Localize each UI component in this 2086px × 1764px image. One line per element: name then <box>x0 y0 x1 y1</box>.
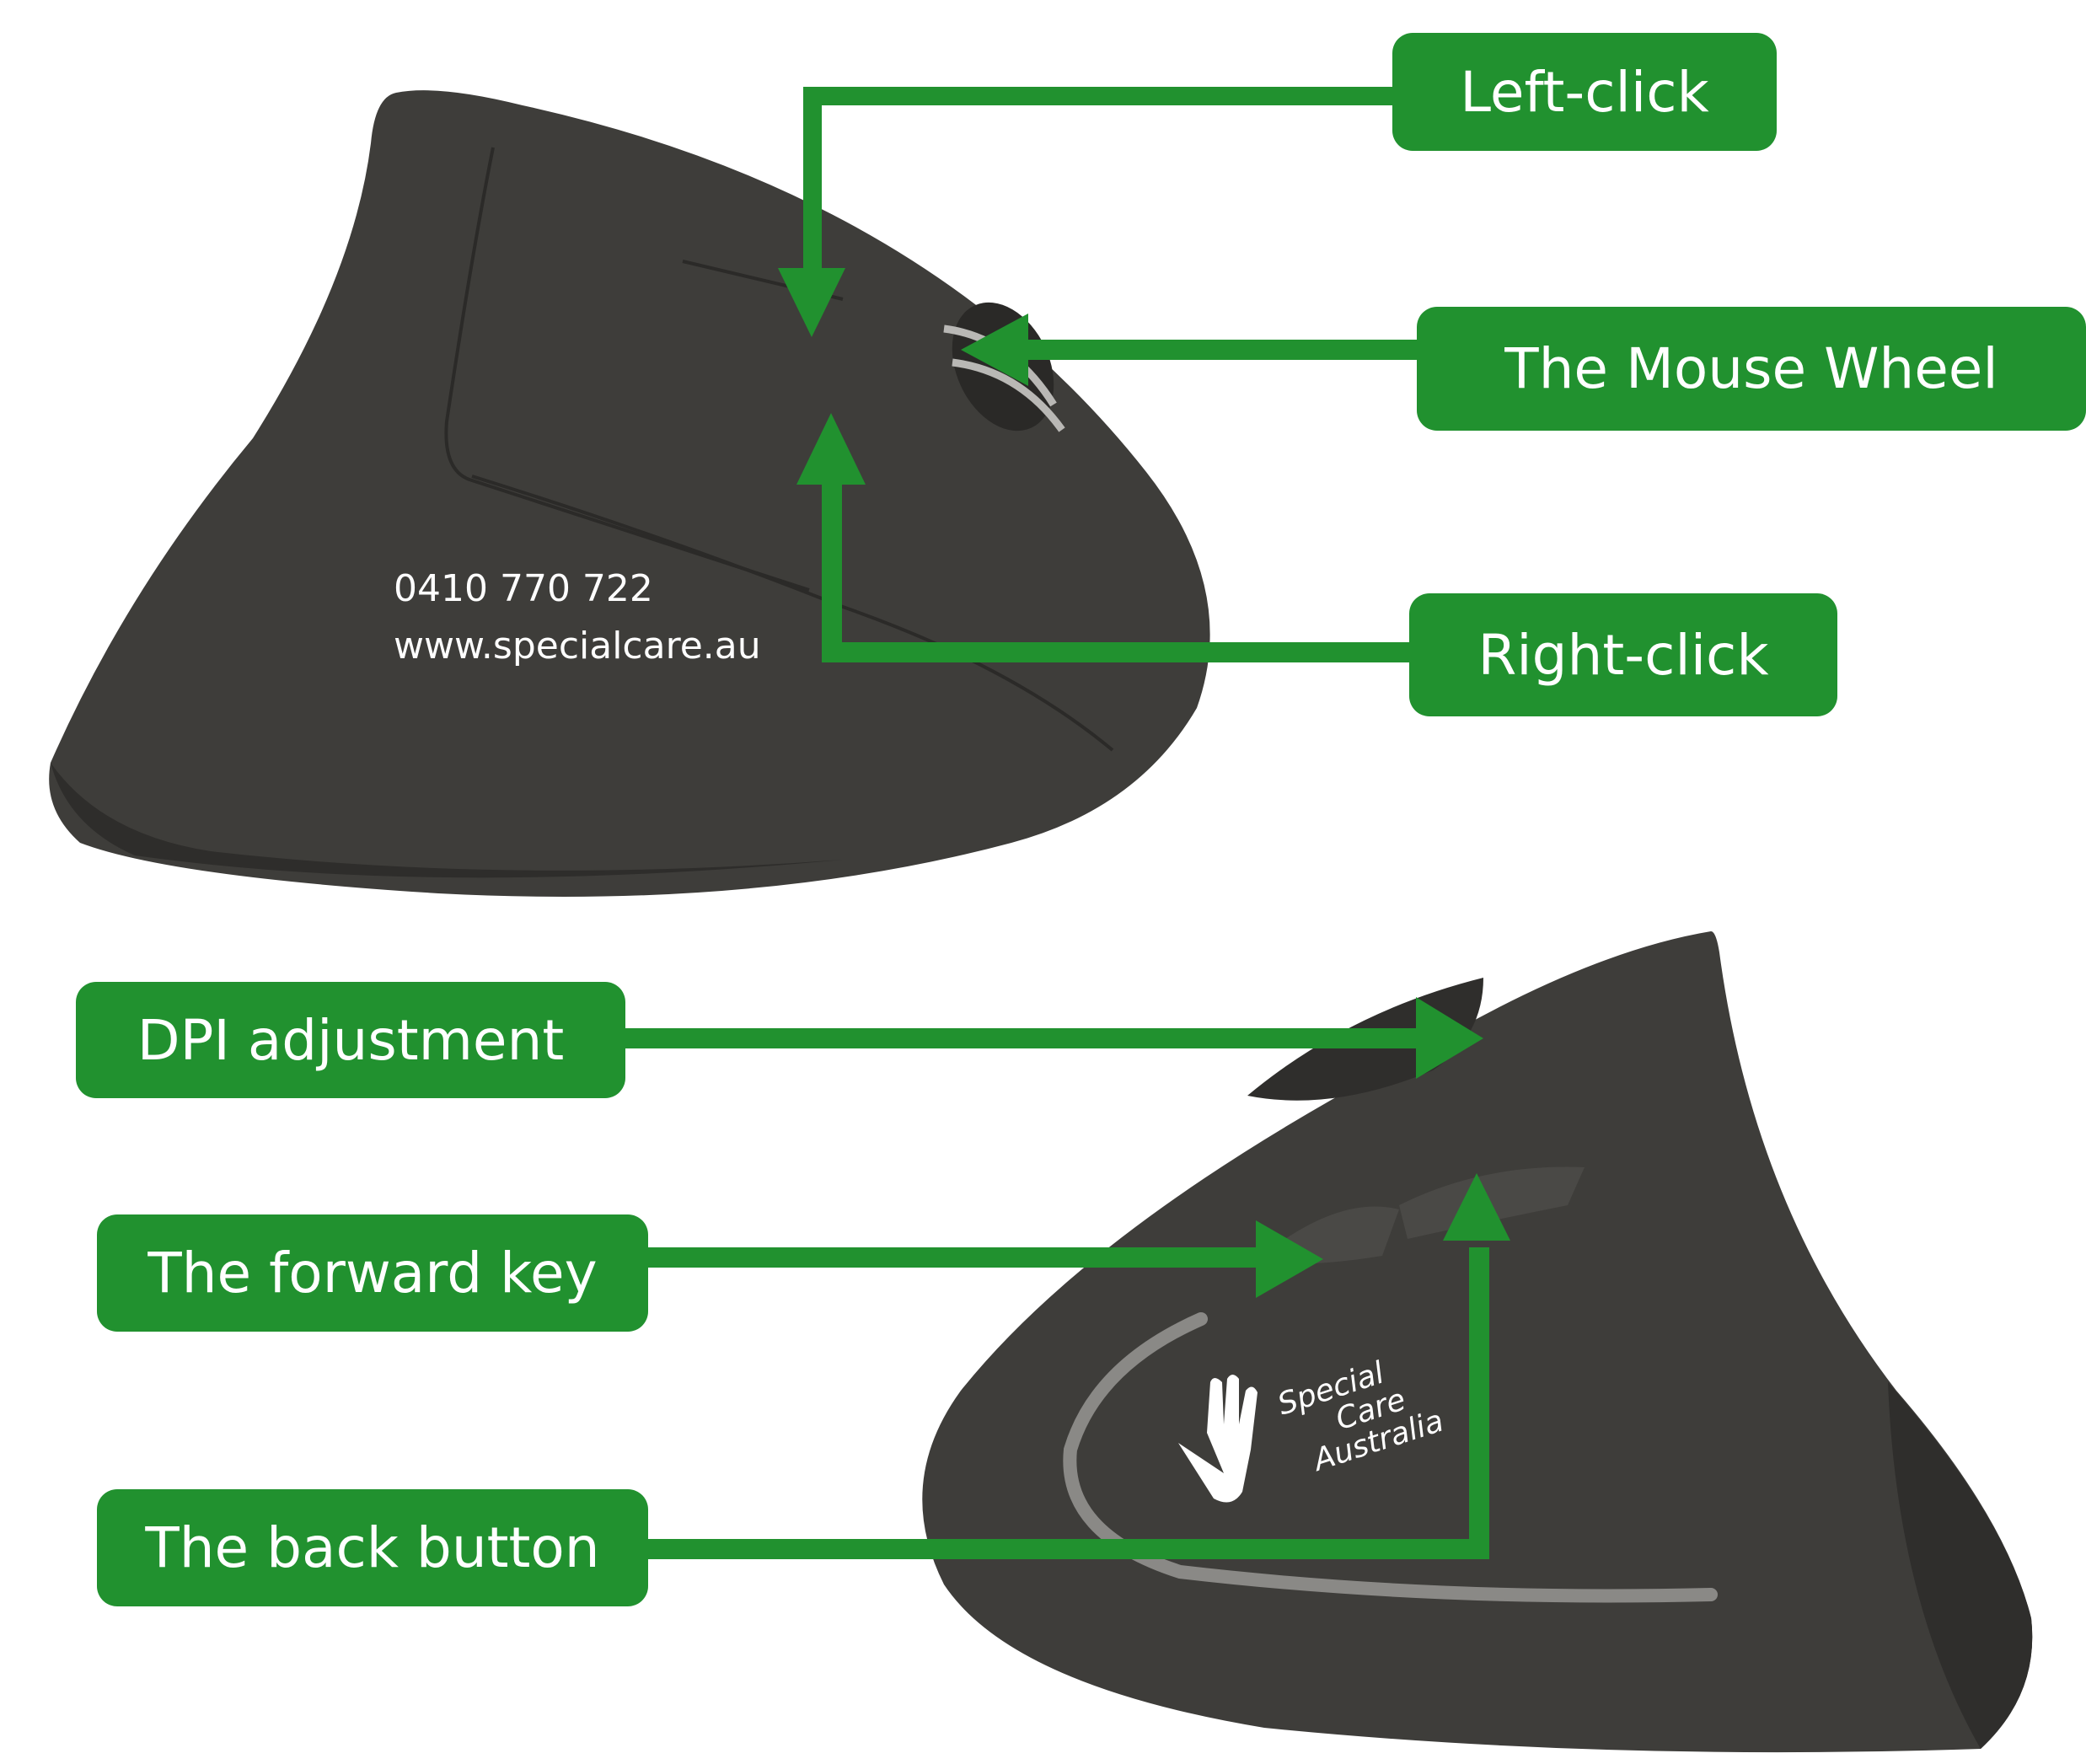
callout-back-button: The back button <box>97 1489 648 1606</box>
arrow-head-dpi <box>1416 997 1483 1079</box>
callout-label: The forward key <box>147 1241 598 1306</box>
arrow-head-forward <box>1256 1220 1323 1298</box>
callout-label: The Mouse Wheel <box>1504 336 1998 401</box>
website-url: www.specialcare.au <box>394 625 761 668</box>
callout-label: DPI adjustment <box>137 1007 565 1073</box>
phone-number: 0410 770 722 <box>394 567 653 610</box>
arrow-head-back <box>1443 1173 1510 1241</box>
callout-dpi-adjustment: DPI adjustment <box>76 982 625 1098</box>
arrow-head-right-click <box>796 413 866 485</box>
callout-label: The back button <box>145 1515 600 1580</box>
contact-info: 0410 770 722 www.specialcare.au <box>394 560 761 675</box>
callout-left-click: Left-click <box>1392 33 1777 151</box>
arrow-head-left-click <box>778 268 845 337</box>
callout-label: Left-click <box>1460 59 1709 125</box>
arrow-head-mouse-wheel <box>961 314 1028 386</box>
callout-mouse-wheel: The Mouse Wheel <box>1417 307 2086 431</box>
callout-forward-key: The forward key <box>97 1214 648 1332</box>
callout-label: Right-click <box>1477 622 1769 688</box>
callout-right-click: Right-click <box>1409 593 1837 716</box>
